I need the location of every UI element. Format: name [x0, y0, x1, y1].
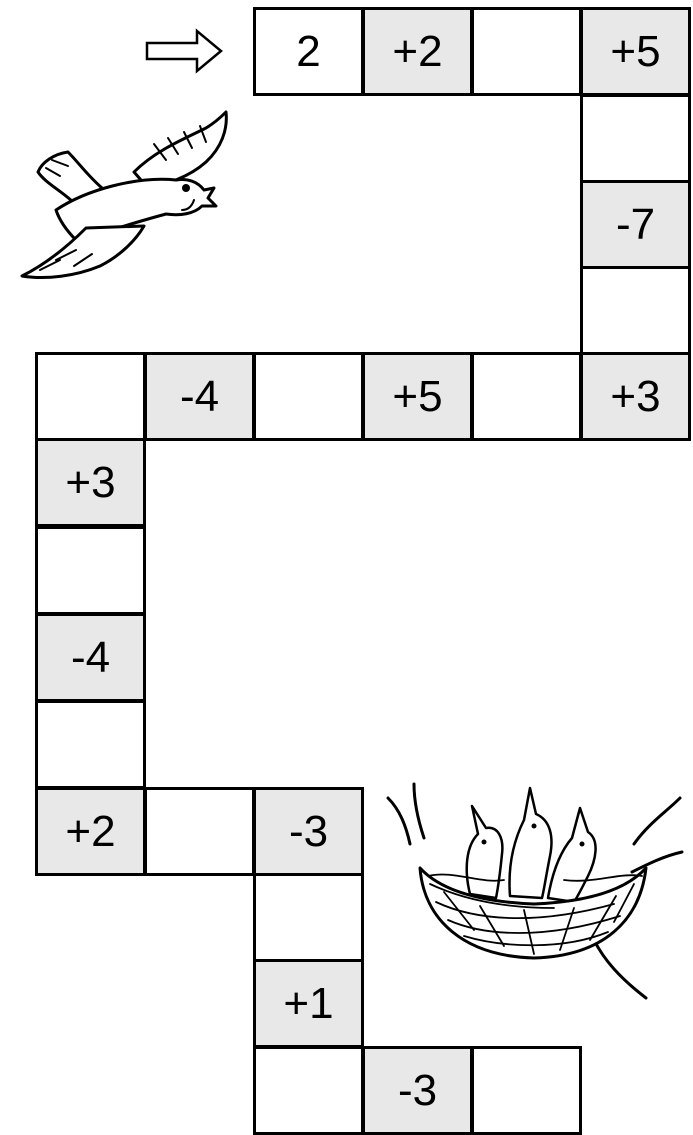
path-cell: -7 [580, 180, 691, 269]
path-cell [471, 1046, 582, 1135]
path-cell: -4 [35, 613, 146, 702]
path-cell: +2 [35, 787, 146, 876]
path-cell: 2 [253, 7, 364, 96]
path-cell [35, 526, 146, 615]
path-cell: -4 [144, 352, 255, 441]
path-cell: +5 [580, 7, 691, 96]
nest-icon [384, 780, 684, 1004]
path-cell [253, 873, 364, 962]
path-cell [580, 94, 691, 183]
path-cell: -3 [253, 787, 364, 876]
path-cell: -3 [362, 1046, 473, 1135]
path-cell: +1 [253, 959, 364, 1048]
path-cell: +3 [580, 352, 691, 441]
path-cell [35, 700, 146, 789]
path-cell [253, 352, 364, 441]
path-cell [471, 352, 582, 441]
path-cell: +2 [362, 7, 473, 96]
path-cell [253, 1046, 364, 1135]
path-cell [35, 352, 146, 441]
start-arrow-icon [145, 28, 225, 74]
path-cell [471, 7, 582, 96]
path-cell: +5 [362, 352, 473, 441]
path-cell [580, 266, 691, 355]
path-cell [144, 787, 255, 876]
path-cell: +3 [35, 438, 146, 527]
bird-icon [16, 110, 231, 290]
